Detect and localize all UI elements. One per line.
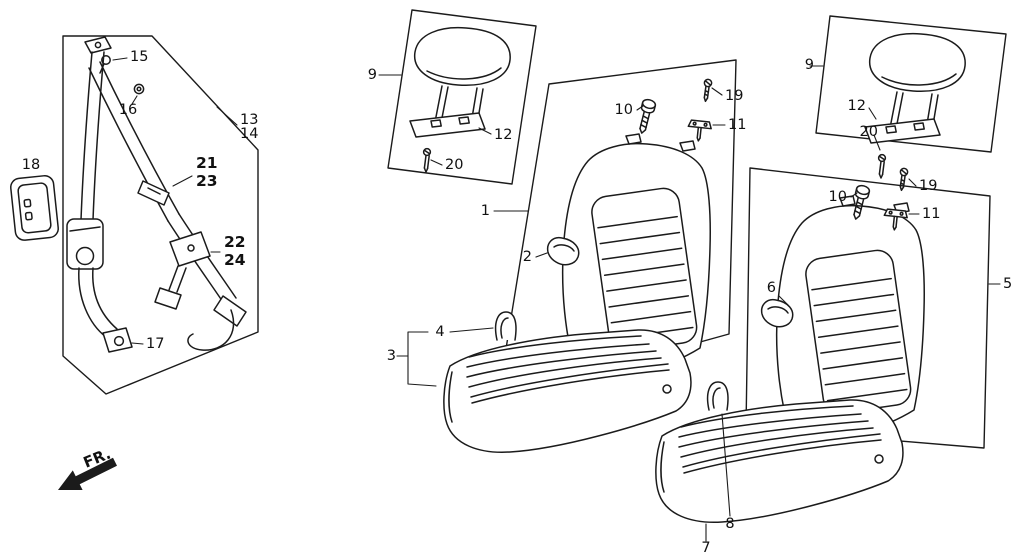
floor-anchor-17 <box>102 327 133 353</box>
callout-14: 14 <box>240 126 258 142</box>
callout-2: 2 <box>523 249 532 265</box>
seat-back-right-border <box>745 167 991 449</box>
cushion-right <box>655 381 904 524</box>
seat-back-box-right <box>745 167 991 449</box>
belt-end-plate <box>213 295 247 327</box>
fr-direction-arrow <box>58 457 117 490</box>
screw-19-left <box>701 78 713 103</box>
screw-19-right <box>897 167 909 192</box>
callout-23: 23 <box>196 172 218 190</box>
callout-4: 4 <box>435 324 444 340</box>
leader-lines <box>112 57 1001 542</box>
seat-back-left-border <box>497 59 737 399</box>
bolt-10-left <box>634 97 658 136</box>
belt-retractor <box>66 218 104 270</box>
callout-13: 13 <box>240 112 258 128</box>
callout-1: 1 <box>481 203 490 219</box>
callout-labels: 15 16 18 13 14 21 23 22 24 17 FR. 9 12 2… <box>22 49 1012 554</box>
callout-9-left: 9 <box>368 67 377 83</box>
headrest-box-left <box>387 9 537 185</box>
callout-3: 3 <box>387 348 396 364</box>
anchor-bolt-16 <box>133 83 145 95</box>
callout-20-right: 20 <box>860 124 878 140</box>
callout-6: 6 <box>767 280 776 296</box>
callout-16: 16 <box>119 102 137 118</box>
headrest-right-border <box>815 15 1007 153</box>
callout-15: 15 <box>130 49 148 65</box>
belt-tongue-plate <box>137 180 170 206</box>
callout-18: 18 <box>22 157 40 173</box>
callout-17: 17 <box>146 336 164 352</box>
callout-9-right: 9 <box>805 57 814 73</box>
headrest-left <box>409 26 511 173</box>
seat-belt-assembly <box>62 35 259 395</box>
callout-7: 7 <box>701 540 710 554</box>
belt-loose-end <box>187 309 235 351</box>
callout-20-left: 20 <box>445 157 463 173</box>
callout-22: 22 <box>224 233 246 251</box>
shoulder-belt <box>80 51 93 221</box>
shoulder-anchor <box>84 36 112 54</box>
callout-8: 8 <box>725 516 734 532</box>
anchor-cover-18 <box>10 175 59 241</box>
headrest-left-border <box>387 9 537 185</box>
seat-back-box-left <box>497 59 737 399</box>
callout-12-left: 12 <box>494 127 512 143</box>
callout-11-left: 11 <box>728 117 746 133</box>
callout-10-right: 10 <box>829 189 847 205</box>
callout-24: 24 <box>224 251 246 269</box>
headrest-box-right <box>815 15 1007 179</box>
callout-21: 21 <box>196 154 218 172</box>
belt-buckle <box>154 231 211 310</box>
lap-belt <box>99 61 180 215</box>
callout-12-right: 12 <box>848 98 866 114</box>
callout-10-left: 10 <box>615 102 633 118</box>
callout-19-left: 19 <box>725 88 743 104</box>
callout-19-right: 19 <box>919 178 937 194</box>
clip-11-left <box>686 119 713 143</box>
callout-11-right: 11 <box>922 206 940 222</box>
headrest-right <box>864 32 966 179</box>
seat-belt-panel-border <box>62 35 259 395</box>
callout-5: 5 <box>1003 276 1012 292</box>
